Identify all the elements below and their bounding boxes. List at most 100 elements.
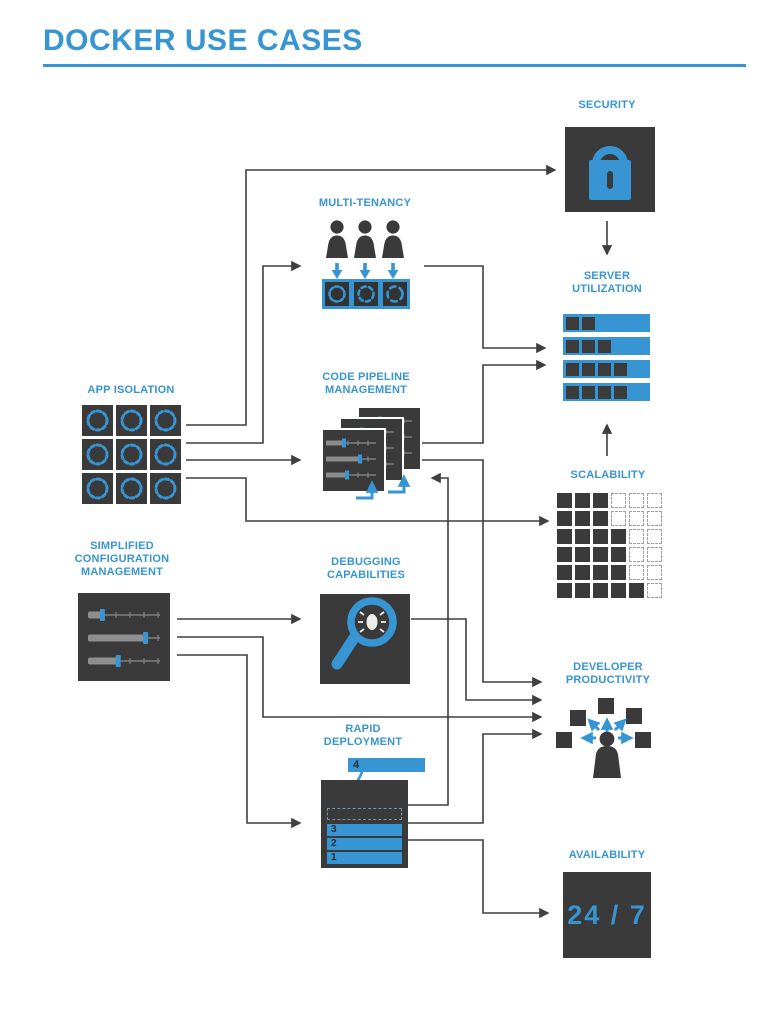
- edge-app-isolation-to-security: [186, 164, 557, 426]
- used-slot-square: [598, 339, 611, 353]
- used-slot-square: [566, 362, 579, 376]
- scalability-cell-used: [557, 547, 572, 562]
- scalability-cell-free: [647, 583, 662, 598]
- code-pipeline-label: CODE PIPELINE MANAGEMENT: [316, 371, 416, 397]
- scalability-cell-free: [647, 547, 662, 562]
- edge-rapid-deployment-to-developer-productivity: [408, 728, 543, 824]
- used-slot-square: [566, 316, 579, 330]
- scalability-cell-used: [575, 493, 590, 508]
- edge-rapid-deployment-to-availability: [408, 839, 550, 919]
- scalability-cell-used: [575, 529, 590, 544]
- scalability-cell-free: [611, 511, 626, 526]
- page-title: DOCKER USE CASES: [43, 24, 363, 57]
- used-slot-square: [566, 385, 579, 399]
- scalability-cell-used: [557, 511, 572, 526]
- deploy-stack-bar: 2: [327, 838, 402, 850]
- scalability-cell-used: [611, 565, 626, 580]
- tenant-person-icon: [326, 220, 348, 279]
- scalability-cell-free: [629, 547, 644, 562]
- scalability-cell-used: [629, 583, 644, 598]
- tenant-person-icon: [382, 220, 404, 279]
- scalability-cell-free: [647, 565, 662, 580]
- used-slot-square: [614, 385, 627, 399]
- scalability-cell-used: [557, 583, 572, 598]
- edge-code-pipeline-to-developer-productivity: [421, 459, 543, 688]
- used-slot-square: [566, 339, 579, 353]
- rapid-deployment-label-line1: RAPID: [345, 723, 381, 735]
- tenant-container-cell: [325, 282, 349, 306]
- dashed-ring-container-icon: [386, 285, 404, 303]
- scalability-cell-used: [575, 583, 590, 598]
- app-container-cell: [150, 439, 181, 470]
- scalability-cell-free: [647, 493, 662, 508]
- server-utilization-label-line1: SERVER: [583, 270, 631, 282]
- scalability-cell-used: [575, 565, 590, 580]
- tenant-containers: [322, 279, 410, 309]
- deploy-stack-bar: 1: [327, 852, 402, 864]
- workload-square: [626, 708, 642, 724]
- used-slot-square: [582, 385, 595, 399]
- used-slot-square: [582, 362, 595, 376]
- dashed-ring-container-icon: [86, 443, 109, 466]
- edge-app-isolation-to-scalability: [186, 477, 550, 527]
- title-underline: [43, 64, 746, 67]
- dashed-ring-container-icon: [120, 477, 143, 500]
- app-container-cell: [82, 473, 113, 504]
- scalability-cell-used: [611, 529, 626, 544]
- scalability-cell-used: [575, 511, 590, 526]
- scalability-label: SCALABILITY: [570, 469, 646, 481]
- multi-tenancy-label: MULTI-TENANCY: [318, 197, 412, 209]
- security-box: [565, 127, 655, 212]
- deploy-empty-slot: [327, 808, 402, 820]
- tenant-person: [352, 220, 378, 285]
- scalability-cell-free: [647, 511, 662, 526]
- debugging-label-line1: DEBUGGING: [331, 556, 401, 568]
- used-slot-square: [598, 385, 611, 399]
- tenant-container-cell: [383, 282, 407, 306]
- developer-productivity-label: DEVELOPER PRODUCTIVITY: [555, 661, 661, 687]
- developer-productivity-cluster: [552, 690, 662, 778]
- edge-rapid-deployment-to-code-pipeline: [408, 472, 449, 806]
- app-isolation-label: APP ISOLATION: [87, 384, 175, 396]
- debugging-label: DEBUGGING CAPABILITIES: [316, 556, 416, 582]
- simplified-config-label-line3: MANAGEMENT: [80, 566, 164, 578]
- app-container-cell: [150, 405, 181, 436]
- edge-multi-tenancy-to-server-utilization: [424, 265, 547, 354]
- scalability-cell-used: [611, 583, 626, 598]
- developer-productivity-label-line1: DEVELOPER: [573, 661, 643, 673]
- scalability-cell-used: [593, 493, 608, 508]
- scalability-cell-used: [593, 511, 608, 526]
- used-slot-square: [614, 362, 627, 376]
- debugging-box: [320, 594, 410, 684]
- server-utilization-label: SERVER UTILIZATION: [557, 270, 657, 296]
- workload-square: [598, 698, 614, 714]
- edge-config-to-developer-productivity: [177, 636, 543, 723]
- scalability-cell-free: [629, 529, 644, 544]
- tenant-person: [380, 220, 406, 285]
- developer-productivity-label-line2: PRODUCTIVITY: [565, 674, 651, 686]
- workload-square: [556, 732, 572, 748]
- tenant-person: [324, 220, 350, 285]
- pipeline-sliders-icon: [326, 438, 376, 480]
- server-bar: [563, 360, 650, 378]
- app-container-cell: [150, 473, 181, 504]
- app-container-cell: [116, 473, 147, 504]
- scalability-cell-free: [629, 493, 644, 508]
- rapid-deployment-label-line2: DEPLOYMENT: [323, 736, 403, 748]
- scalability-cell-used: [557, 493, 572, 508]
- server-utilization-label-line2: UTILIZATION: [572, 283, 642, 295]
- used-slot-square: [582, 316, 595, 330]
- edge-debugging-to-developer-productivity: [411, 618, 543, 706]
- dashed-ring-container-icon: [120, 409, 143, 432]
- edge-app-isolation-to-multi-tenancy: [186, 260, 302, 444]
- scalability-cell-used: [575, 547, 590, 562]
- scalability-cell-used: [593, 583, 608, 598]
- security-label: SECURITY: [578, 99, 636, 111]
- magnifier-bug-icon: [331, 597, 397, 670]
- simplified-config-label: SIMPLIFIED CONFIGURATION MANAGEMENT: [72, 540, 172, 579]
- availability-label: AVAILABILITY: [568, 849, 646, 861]
- person-radiating-arrows-icon: [580, 717, 634, 778]
